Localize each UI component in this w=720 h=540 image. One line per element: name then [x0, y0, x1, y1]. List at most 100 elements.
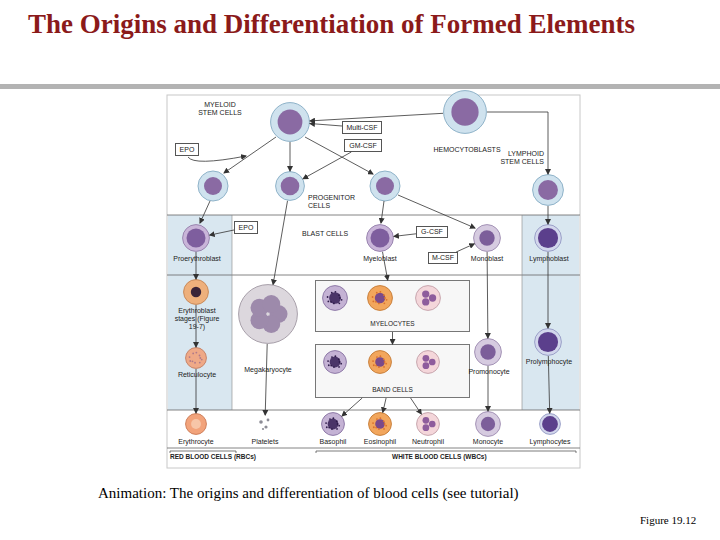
cell-graphic: [532, 174, 564, 206]
cell-nucleus: [375, 419, 385, 429]
granule: [379, 417, 381, 419]
panel-label: MYELOCYTES: [316, 320, 469, 328]
row-line: [167, 215, 580, 216]
cell-graphic: [183, 279, 209, 305]
cell-nucleus: [538, 332, 558, 352]
lineage-connector: [548, 206, 549, 224]
nucleus-lobe: [423, 417, 430, 424]
cell-body: [369, 351, 392, 374]
granule: [194, 362, 196, 364]
granule: [338, 302, 340, 304]
cell-label: Erythroblast stages (Figure 19-7): [170, 307, 224, 331]
nucleus-lobe: [423, 355, 430, 362]
cell-label: Eosinophil: [358, 438, 402, 446]
row-line: [167, 448, 580, 449]
blood-cell: Monocyte: [475, 411, 501, 437]
cell-nucleus: [481, 417, 495, 431]
granule: [372, 301, 374, 303]
granule: [375, 427, 377, 429]
cell-body: [324, 351, 347, 374]
lineage-connector: [290, 142, 291, 171]
blood-cell: Neutrophil: [416, 412, 440, 436]
nucleus-lobe: [429, 359, 436, 366]
granule: [376, 292, 378, 294]
lineage-connector: [548, 356, 549, 413]
blood-cell: Eosinophil: [368, 412, 392, 436]
granule: [192, 360, 194, 362]
cell-graphic: [366, 224, 394, 252]
granule: [338, 358, 340, 360]
lineage-connector: [196, 305, 197, 347]
granule: [336, 428, 338, 430]
blood-cell: Prolymphocyte: [534, 328, 562, 356]
cell-graphic: [185, 413, 207, 435]
column-line: [232, 215, 233, 410]
granule: [384, 297, 386, 299]
cell-body: [183, 225, 210, 252]
row-line: [167, 410, 580, 411]
cell-nucleus: [328, 419, 339, 430]
cell-body: [368, 286, 393, 311]
growth-factor-box: GM-CSF: [344, 139, 382, 152]
cell-label: Megakaryocyte: [238, 366, 298, 374]
cell-body: [475, 339, 502, 366]
nucleus-lobe: [422, 290, 429, 297]
cell-nucleus: [538, 180, 558, 200]
cell-label: Platelets: [243, 438, 287, 446]
cell-graphic: [539, 413, 561, 435]
granule: [336, 420, 338, 422]
cell-body: [271, 103, 310, 142]
rbc-bracket: [170, 451, 236, 453]
cell-label: Erythrocyte: [172, 438, 220, 446]
granule: [326, 426, 328, 428]
blood-cell: Basophil: [321, 412, 345, 436]
figure-number: Figure 19.12: [640, 514, 715, 527]
cell-body: [184, 280, 209, 305]
cell-label: Lymphocytes: [524, 438, 576, 446]
cell-nucleus: [376, 177, 394, 195]
cell-body: [239, 285, 298, 344]
lineage-connector: [210, 230, 234, 235]
granule: [372, 422, 374, 424]
granule: [380, 291, 382, 293]
figure-frame: [167, 95, 580, 468]
factor-label: G-CSF: [421, 228, 443, 235]
granule: [325, 422, 327, 424]
cell-graphic: [473, 224, 501, 252]
blood-cell: Platelets: [256, 415, 274, 433]
granule: [372, 360, 374, 362]
cell-graphic: [321, 412, 345, 436]
granule: [384, 423, 386, 425]
granule: [378, 303, 380, 305]
cell-body: [533, 175, 564, 206]
granule: [330, 365, 332, 367]
lineage-connector: [342, 398, 362, 416]
blood-cell: Erythrocyte: [185, 413, 207, 435]
growth-factor-box: G-CSF: [416, 226, 448, 238]
factor-label: EPO: [239, 224, 254, 231]
lineage-arrow: [398, 195, 475, 228]
granule: [199, 357, 201, 359]
blood-cell: LYMPHOID STEM CELLS: [532, 174, 564, 206]
cell-label: Monocyte: [466, 438, 510, 446]
cell-nucleus: [330, 357, 341, 368]
lineage-connector: [303, 152, 351, 179]
cell-nucleus: [329, 292, 341, 304]
factor-label: Multi-CSF: [346, 124, 377, 131]
cell-body: [276, 172, 305, 201]
cell-body: [535, 329, 562, 356]
cell-graphic: [275, 171, 305, 201]
factor-label: M-CSF: [432, 254, 454, 261]
blood-cell: MYELOID STEM CELLS: [270, 102, 310, 142]
cell-label: Proerythroblast: [168, 255, 226, 263]
cell-label: Prolymphocyte: [522, 358, 576, 366]
title-rule: [0, 84, 720, 89]
cell-nucleus: [480, 344, 495, 359]
cell-graphic: [534, 224, 562, 252]
cell-body: [474, 225, 501, 252]
cell-nucleus: [191, 287, 201, 297]
progenitor-cell: [370, 171, 400, 201]
cell-nucleus: [204, 177, 222, 195]
